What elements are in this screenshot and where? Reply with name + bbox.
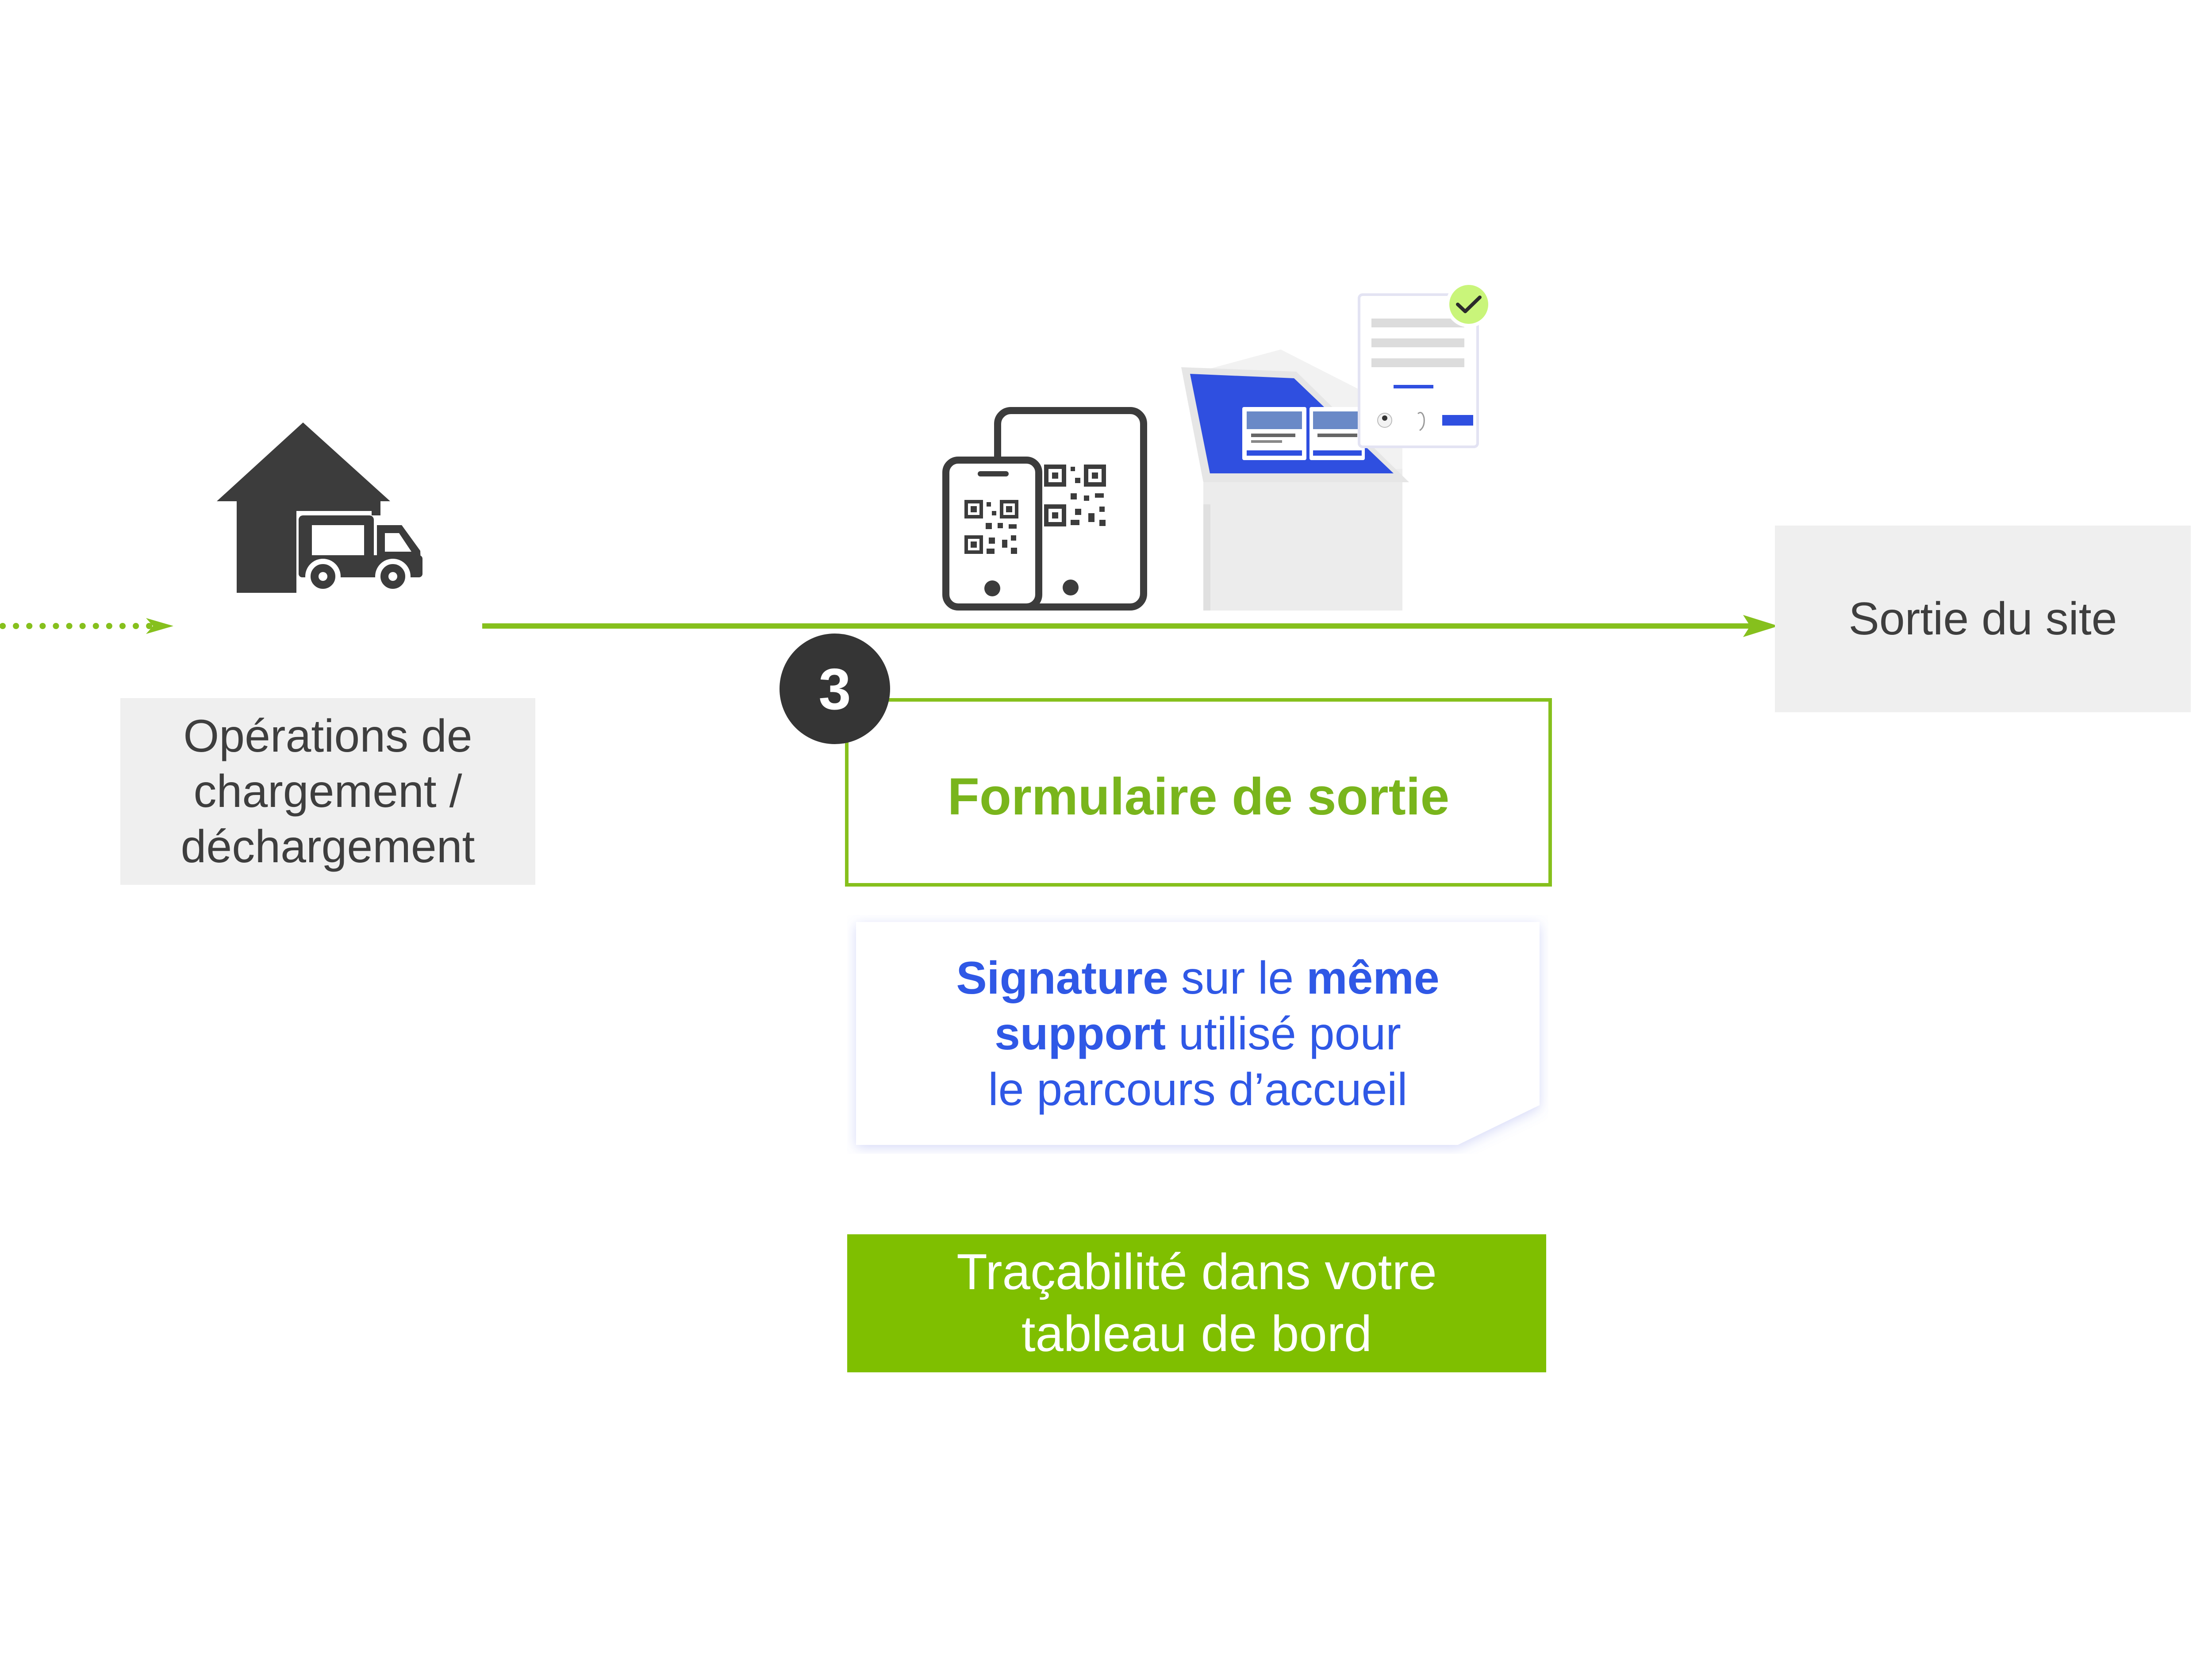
phone-tablet-qr-icon — [942, 407, 1147, 611]
step-number-badge: 3 — [780, 634, 890, 744]
kiosk-terminal-icon — [1181, 283, 1492, 611]
check-icon — [1446, 283, 1492, 327]
signature-form-card — [1358, 293, 1479, 448]
signature-line-3: le parcours d’accueil — [988, 1064, 1408, 1115]
note-card-shape — [856, 922, 1540, 1145]
warehouse-truck-icon — [217, 422, 422, 593]
signature-line-2: support utilisé pour — [995, 1008, 1401, 1060]
signature-line-1: Signature sur le même — [956, 952, 1440, 1004]
exit-site-label: Sortie du site — [1848, 593, 2117, 645]
main-flow-arrow — [482, 615, 1778, 637]
operations-line-1: Opérations de — [183, 710, 472, 762]
traceability-line-2: tableau de bord — [1021, 1306, 1372, 1362]
traceability-line-1: Traçabilité dans votre — [956, 1244, 1437, 1300]
operations-box: Opérations de chargement / déchargement — [120, 698, 535, 885]
exit-form-box: Formulaire de sortie — [845, 698, 1552, 887]
signature-text: Signature sur le même support utilisé po… — [847, 950, 1548, 1118]
incoming-dotted-arrow — [0, 618, 173, 634]
exit-site-box: Sortie du site — [1775, 526, 2191, 712]
operations-line-3: déchargement — [180, 821, 475, 872]
operations-line-2: chargement / — [193, 765, 462, 817]
traceability-box: Traçabilité dans votre tableau de bord — [847, 1234, 1546, 1372]
exit-form-title: Formulaire de sortie — [947, 768, 1450, 826]
step-number: 3 — [818, 656, 851, 722]
signature-note-card: Signature sur le même support utilisé po… — [847, 915, 1548, 1154]
